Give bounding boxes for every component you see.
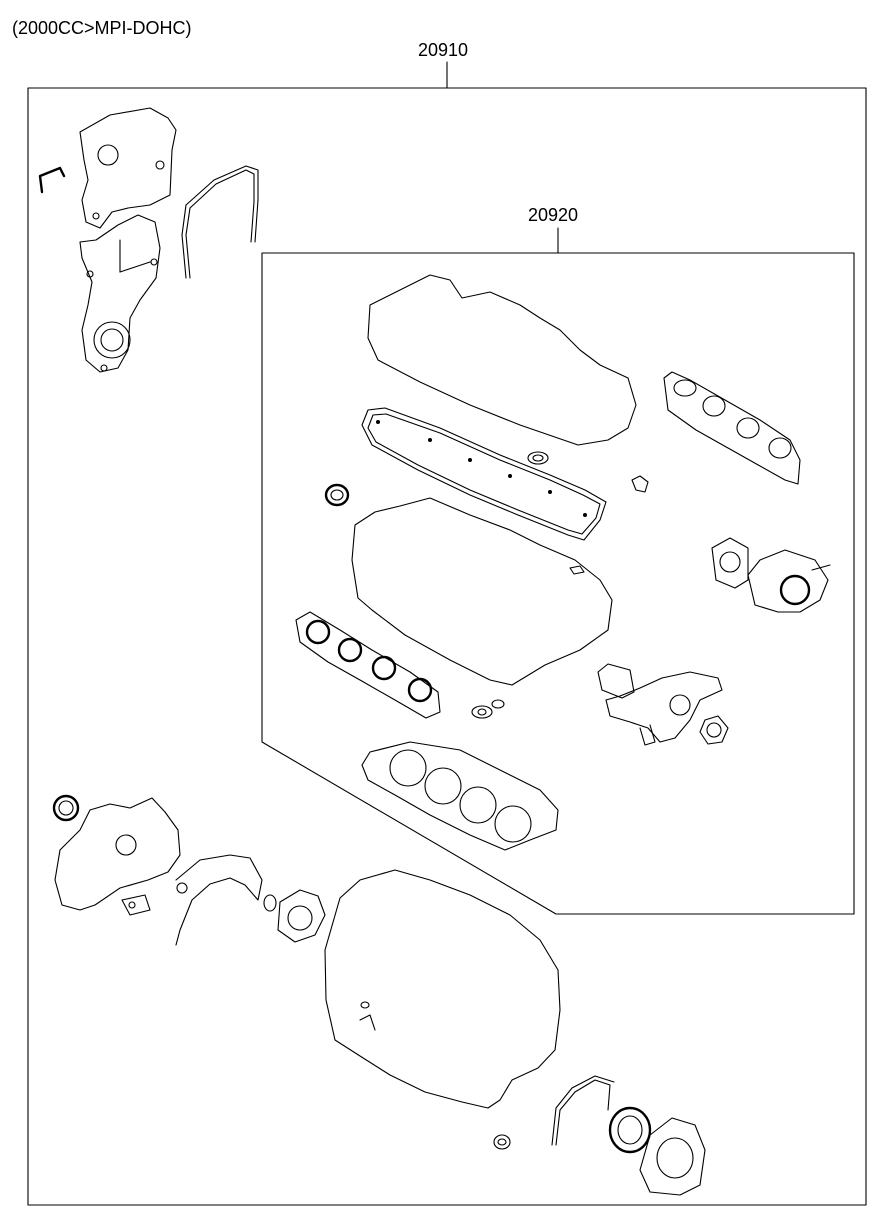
spark-plug-seal[interactable] (527, 451, 549, 465)
cover-gasket-strip[interactable] (181, 165, 259, 279)
rocker-cover-gasket[interactable] (361, 407, 607, 541)
cylinder-head-gasket[interactable] (361, 741, 559, 851)
water-outlet-gasket[interactable] (597, 663, 635, 699)
rear-oil-seal-case[interactable] (639, 1117, 706, 1196)
o-ring[interactable] (263, 894, 277, 912)
small-seal-clip[interactable] (38, 166, 66, 194)
cylinder-head[interactable] (351, 497, 613, 686)
cylinder-block[interactable] (324, 869, 561, 1109)
part-number-20920[interactable]: 20920 (528, 205, 579, 225)
water-outlet-fitting[interactable] (605, 671, 723, 746)
part-number-20910[interactable]: 20910 (418, 40, 469, 60)
rear-oil-seal-case-gasket[interactable] (551, 1075, 615, 1146)
outer-kit-frame (27, 61, 867, 1206)
crank-position-seal[interactable] (493, 1134, 511, 1150)
timing-belt-cover[interactable] (79, 107, 177, 373)
throttle-body-gasket[interactable] (711, 537, 749, 589)
small-plug[interactable] (631, 475, 649, 493)
timing-cover-gasket-lower[interactable] (175, 854, 263, 946)
camshaft-oil-seal[interactable] (324, 483, 350, 507)
head-plug[interactable] (569, 565, 585, 575)
inner-kit-frame (261, 227, 855, 915)
engine-spec-label: (2000CC>MPI-DOHC) (12, 18, 192, 38)
intake-manifold-gasket[interactable] (663, 371, 801, 485)
water-inlet-gasket[interactable] (699, 715, 729, 745)
rocker-cover[interactable] (367, 274, 637, 446)
exhaust-manifold-gasket[interactable] (295, 611, 441, 719)
oil-strainer-gasket[interactable] (121, 894, 151, 916)
oil-pump-case-gasket[interactable] (54, 797, 181, 911)
thermostat-seal[interactable] (471, 699, 505, 719)
rear-crankshaft-seal[interactable] (608, 1106, 652, 1154)
water-pump-gasket[interactable] (277, 889, 326, 943)
throttle-body[interactable] (747, 549, 831, 613)
front-crankshaft-seal[interactable] (52, 794, 80, 822)
